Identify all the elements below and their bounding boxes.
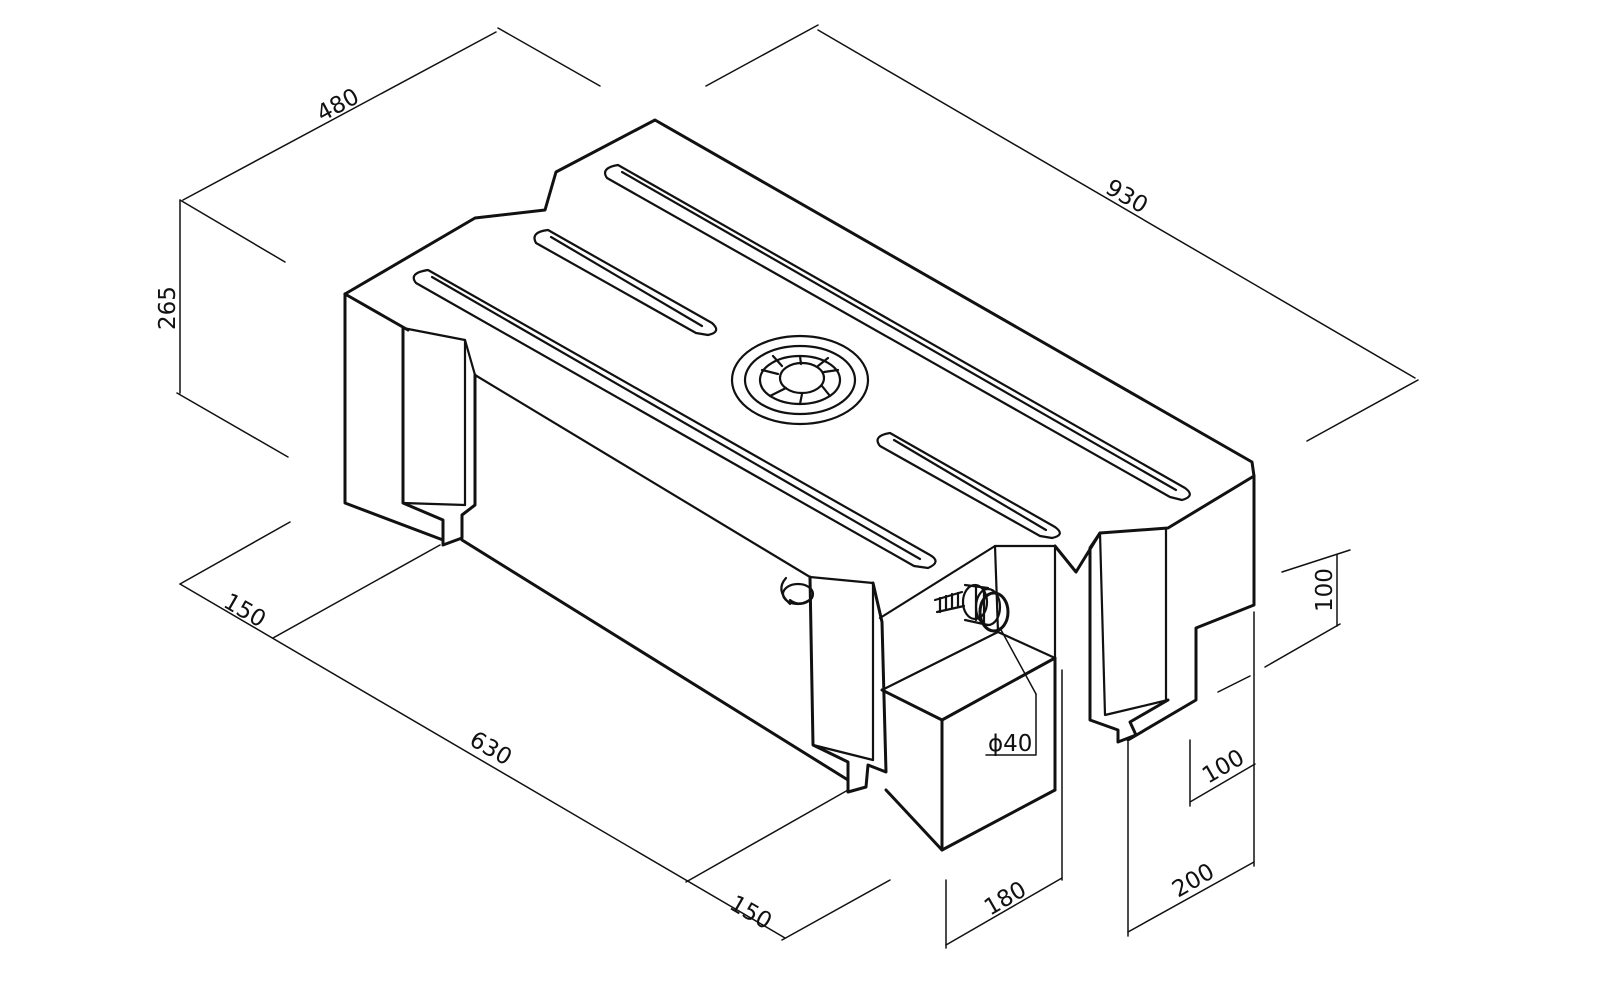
dim-150-left-label: 150 <box>219 589 270 633</box>
tank-top-front-edge <box>343 292 410 332</box>
dimension-lines <box>176 24 1419 949</box>
dim-480-label: 480 <box>313 84 364 128</box>
top-slot-short-left <box>533 228 718 337</box>
outlet-pipe <box>933 583 1010 633</box>
tank-right-end <box>1126 474 1256 742</box>
top-slot-long-back <box>603 163 1191 502</box>
dim-180-label: 180 <box>980 877 1031 921</box>
middle-notch <box>808 575 888 794</box>
tank-top-inner-front-edge <box>473 373 812 579</box>
dim-265-label: 265 <box>155 286 181 330</box>
left-notch <box>401 326 477 547</box>
dim-930-label: 930 <box>1101 175 1152 219</box>
dim-630-label: 630 <box>465 727 516 771</box>
top-slot-short-right <box>876 431 1061 540</box>
dim-100-vertical-label: 100 <box>1312 568 1338 612</box>
tank-left-edge <box>343 292 445 542</box>
side-fitting <box>780 576 815 606</box>
recessed-step <box>878 544 1057 852</box>
dim-200-label: 200 <box>1168 859 1219 903</box>
top-slot-long-front <box>412 268 937 570</box>
right-notch <box>1088 531 1170 744</box>
filler-cap <box>730 334 870 426</box>
tank-front-bottom-edge <box>460 538 850 782</box>
pipe-diameter-label: ϕ40 <box>988 731 1032 757</box>
